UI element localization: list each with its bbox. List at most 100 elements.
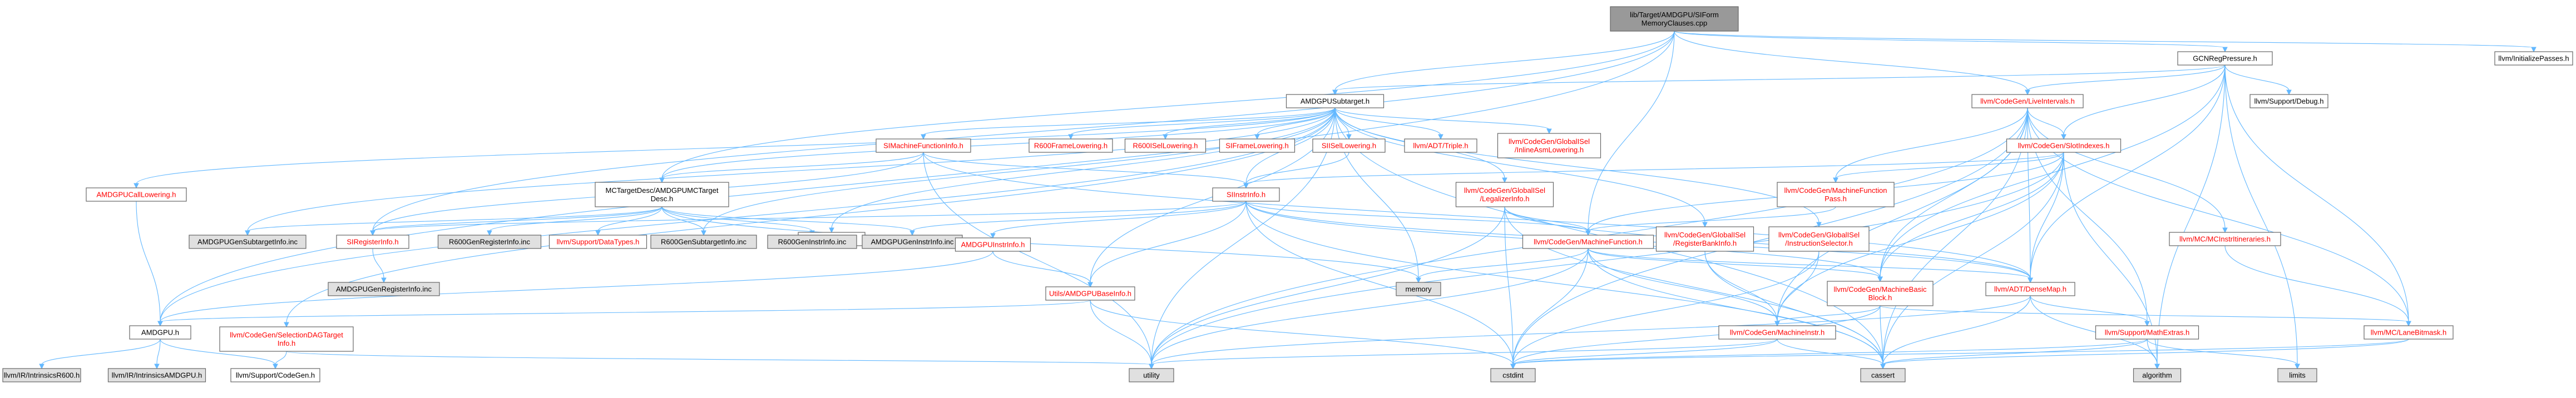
edge-arrowhead xyxy=(659,177,665,183)
node-siisel[interactable]: SIISelLowering.h xyxy=(1312,138,1386,153)
node-mcinstrit[interactable]: llvm/MC/MCInstrItineraries.h xyxy=(2169,232,2281,246)
node-box xyxy=(129,325,191,340)
edge-line xyxy=(1777,251,1819,322)
node-r600fl[interactable]: R600FrameLowering.h xyxy=(1029,138,1113,153)
node-label: llvm/CodeGen/SelectionDAGTarget xyxy=(230,331,343,339)
node-debug[interactable]: llvm/Support/Debug.h xyxy=(2249,94,2328,108)
edge-line xyxy=(1777,152,2064,322)
edge-line xyxy=(1588,206,1836,232)
node-amdgpuh[interactable]: AMDGPU.h xyxy=(129,325,191,340)
edge-line xyxy=(923,107,1336,136)
edge-simfi-siinstr xyxy=(923,152,1249,189)
node-label: AMDGPUGenRegisterInfo.inc xyxy=(336,285,432,293)
node-baseinfo[interactable]: Utils/AMDGPUBaseInfo.h xyxy=(1045,286,1135,301)
node-lanebit[interactable]: llvm/MC/LaneBitmask.h xyxy=(2364,325,2454,340)
node-label: MCTargetDesc/AMDGPUMCTarget xyxy=(606,186,719,195)
node-label: AMDGPUGenInstrInfo.inc xyxy=(871,238,954,246)
node-inlineasm[interactable]: llvm/CodeGen/GlobalISel/InlineAsmLowerin… xyxy=(1497,133,1601,158)
edge-arrowhead xyxy=(1816,222,1822,228)
node-r600intr: llvm/IR/IntrinsicsR600.h xyxy=(2,368,81,382)
edge-line xyxy=(1704,251,1778,322)
node-amdgpusub[interactable]: AMDGPUSubtarget.h xyxy=(1285,94,1385,108)
node-label: AMDGPUInstrInfo.h xyxy=(961,241,1025,249)
edge-line xyxy=(923,152,1247,185)
node-densemap[interactable]: llvm/ADT/DenseMap.h xyxy=(1985,282,2075,296)
edge-arrowhead xyxy=(2061,134,2066,140)
node-amdinstrinfo[interactable]: AMDGPUInstrInfo.h xyxy=(955,237,1031,252)
edge-arrowhead xyxy=(921,134,926,140)
edge-gcnreg-liveint xyxy=(2025,64,2226,96)
node-gcnreg[interactable]: GCNRegPressure.h xyxy=(2177,51,2273,66)
node-sireg[interactable]: SIRegisterInfo.h xyxy=(336,235,409,249)
node-label: memory xyxy=(1406,285,1432,293)
node-liveint[interactable]: llvm/CodeGen/LiveIntervals.h xyxy=(1971,94,2084,108)
edge-amdgpusub-triple xyxy=(1334,107,1443,140)
node-initpasses[interactable]: llvm/InitializePasses.h xyxy=(2494,51,2573,66)
node-label: AMDGPU.h xyxy=(141,329,179,337)
edge-siinstr-amdinstinc xyxy=(909,201,1247,236)
edge-mi-utility xyxy=(1149,339,1778,370)
edge-amdgpusub-inlineasm xyxy=(1334,107,1552,135)
edge-line xyxy=(1334,107,1705,223)
edge-line xyxy=(1165,107,1336,136)
node-legal[interactable]: llvm/CodeGen/GlobalISel/LegalizerInfo.h xyxy=(1455,182,1554,207)
edge-arrowhead xyxy=(1546,128,1552,135)
node-label: llvm/CodeGen/GlobalISel xyxy=(1778,231,1860,239)
edge-line xyxy=(372,206,662,232)
node-label: llvm/CodeGen/LiveIntervals.h xyxy=(1980,97,2075,106)
edge-liveint-mbb xyxy=(1877,107,2028,282)
edge-line xyxy=(1880,64,2226,278)
edge-baseinfo-cstdint xyxy=(1090,300,1516,370)
node-box xyxy=(2249,94,2328,108)
node-cstdint: cstdint xyxy=(1490,368,1536,382)
edge-arrowhead xyxy=(1149,364,1154,370)
node-box xyxy=(1768,226,1870,252)
edge-line xyxy=(247,107,1336,232)
edge-amdinstrinfo-baseinfo xyxy=(992,251,1093,288)
node-sifl[interactable]: SIFrameLowering.h xyxy=(1219,138,1296,153)
node-simfi[interactable]: SIMachineFunctionInfo.h xyxy=(876,138,971,153)
node-box xyxy=(1124,138,1207,153)
node-label: /InstructionSelector.h xyxy=(1785,239,1852,247)
edge-line xyxy=(1704,251,1883,365)
edge-densemap-cassert xyxy=(1880,295,2031,370)
edge-line xyxy=(1588,248,1778,322)
edge-line xyxy=(1070,107,1336,136)
edge-line xyxy=(372,248,384,279)
node-regbank[interactable]: llvm/CodeGen/GlobalISel/RegisterBankInfo… xyxy=(1655,226,1754,252)
edge-line xyxy=(1151,206,1505,365)
edge-line xyxy=(1245,152,1349,185)
edge-line xyxy=(286,351,1152,365)
edge-arrowhead xyxy=(829,227,834,233)
node-datatypes[interactable]: llvm/Support/DataTypes.h xyxy=(548,235,647,249)
edge-slotidx-utility xyxy=(1149,152,2064,370)
node-siinstr[interactable]: SIInstrInfo.h xyxy=(1212,187,1280,202)
node-box xyxy=(1212,187,1280,202)
node-label: llvm/ADT/Triple.h xyxy=(1413,142,1468,150)
node-cgen[interactable]: llvm/Support/CodeGen.h xyxy=(230,368,320,382)
node-mi[interactable]: llvm/CodeGen/MachineInstr.h xyxy=(1718,325,1836,340)
edge-line xyxy=(1151,339,1778,365)
node-label: llvm/CodeGen/MachineInstr.h xyxy=(1730,329,1825,337)
node-label: llvm/IR/IntrinsicsR600.h xyxy=(4,371,80,380)
edge-line xyxy=(41,339,161,365)
node-r600isel[interactable]: R600ISelLowering.h xyxy=(1124,138,1207,153)
node-box xyxy=(2177,51,2273,66)
edge-arrowhead xyxy=(2028,277,2033,283)
node-slotidx[interactable]: llvm/CodeGen/SlotIndexes.h xyxy=(2006,138,2122,153)
edge-arrowhead xyxy=(595,230,601,236)
node-mf[interactable]: llvm/CodeGen/MachineFunction.h xyxy=(1522,235,1654,249)
edge-line xyxy=(2147,339,2298,365)
node-callow[interactable]: AMDGPUCallLowering.h xyxy=(86,187,187,202)
node-mathext[interactable]: llvm/Support/MathExtras.h xyxy=(2095,325,2199,340)
node-label: llvm/CodeGen/GlobalISel xyxy=(1509,137,1590,146)
node-triple[interactable]: llvm/ADT/Triple.h xyxy=(1404,138,1477,153)
node-box xyxy=(1285,94,1385,108)
edge-arrowhead xyxy=(2144,321,2150,327)
node-label: llvm/CodeGen/MachineBasic xyxy=(1834,285,1927,293)
node-instsel[interactable]: llvm/CodeGen/GlobalISel/InstructionSelec… xyxy=(1768,226,1870,252)
